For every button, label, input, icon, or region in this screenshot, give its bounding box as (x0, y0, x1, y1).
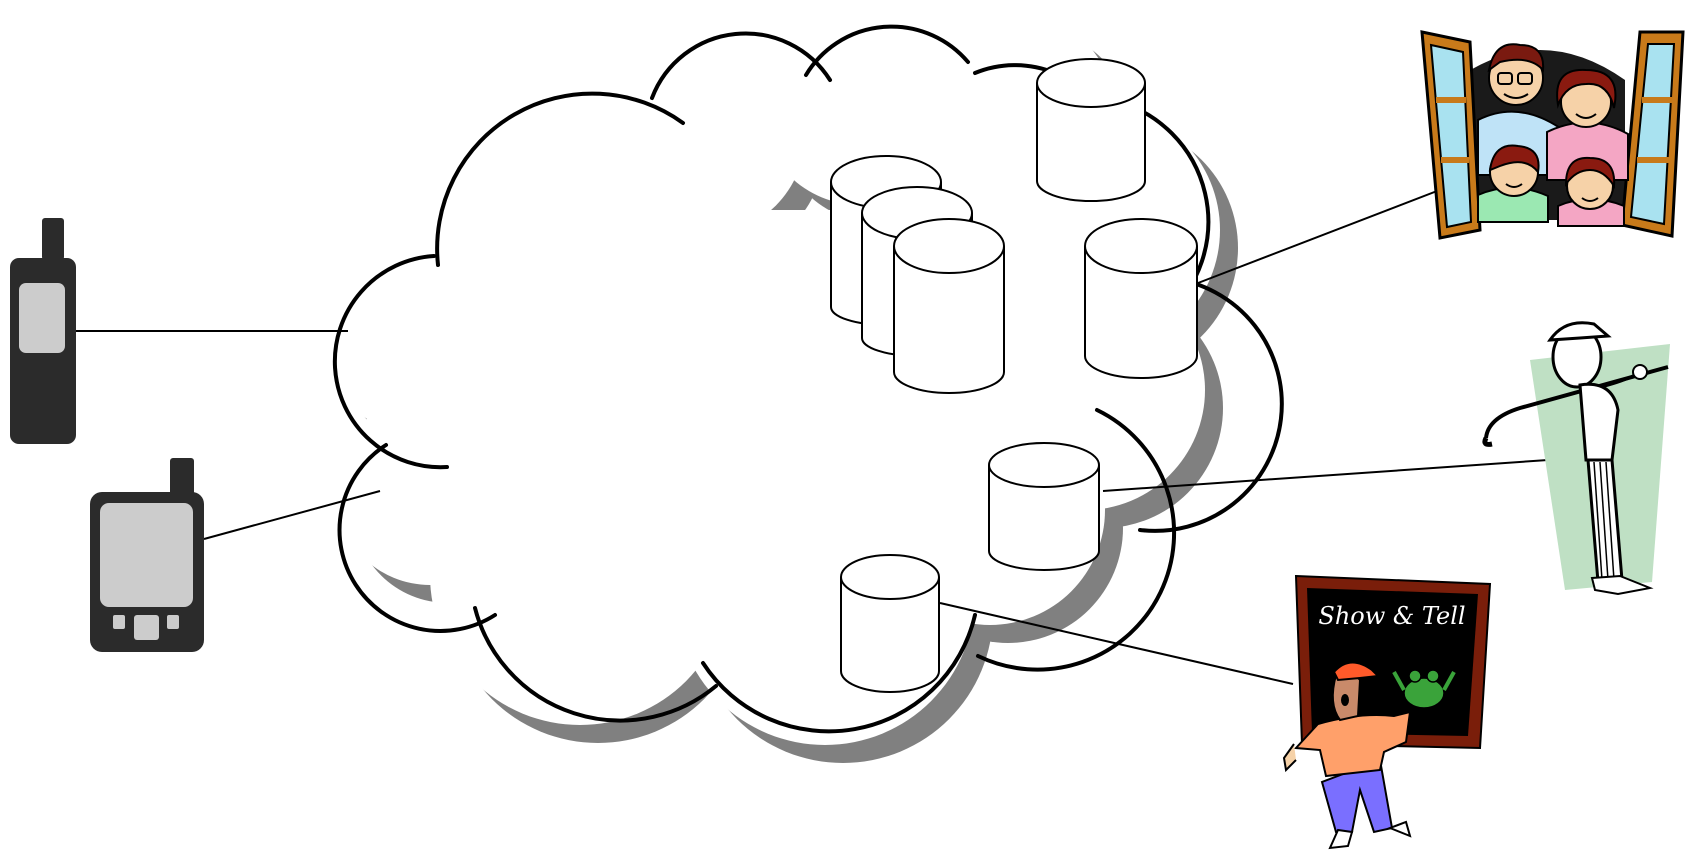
golfer-icon (1482, 321, 1670, 596)
network-cloud-icon (327, 5, 1284, 763)
connector-lines (76, 180, 1549, 685)
edge-db-family (1197, 180, 1464, 284)
blackboard-text: Show & Tell (1318, 602, 1465, 630)
database-cylinder-icon (1036, 58, 1146, 202)
database-cylinder-icon (1084, 218, 1198, 379)
mobile-phone-icon (10, 218, 76, 444)
edge-db-golfer (1102, 459, 1549, 492)
frog-icon (1392, 669, 1456, 709)
edge-db-presenter (939, 602, 1294, 685)
family-in-window-icon (1420, 30, 1685, 240)
show-and-tell-presenter-icon: Show & Tell (1282, 574, 1492, 850)
database-cylinder-icon (988, 442, 1100, 571)
database-cylinder-icon (840, 554, 940, 693)
edge-pda-cloud (203, 490, 381, 540)
database-cylinder-icon (893, 218, 1005, 394)
pda-handheld-icon (90, 458, 204, 652)
child-presenter (1282, 661, 1412, 850)
database-stack (830, 155, 1005, 394)
